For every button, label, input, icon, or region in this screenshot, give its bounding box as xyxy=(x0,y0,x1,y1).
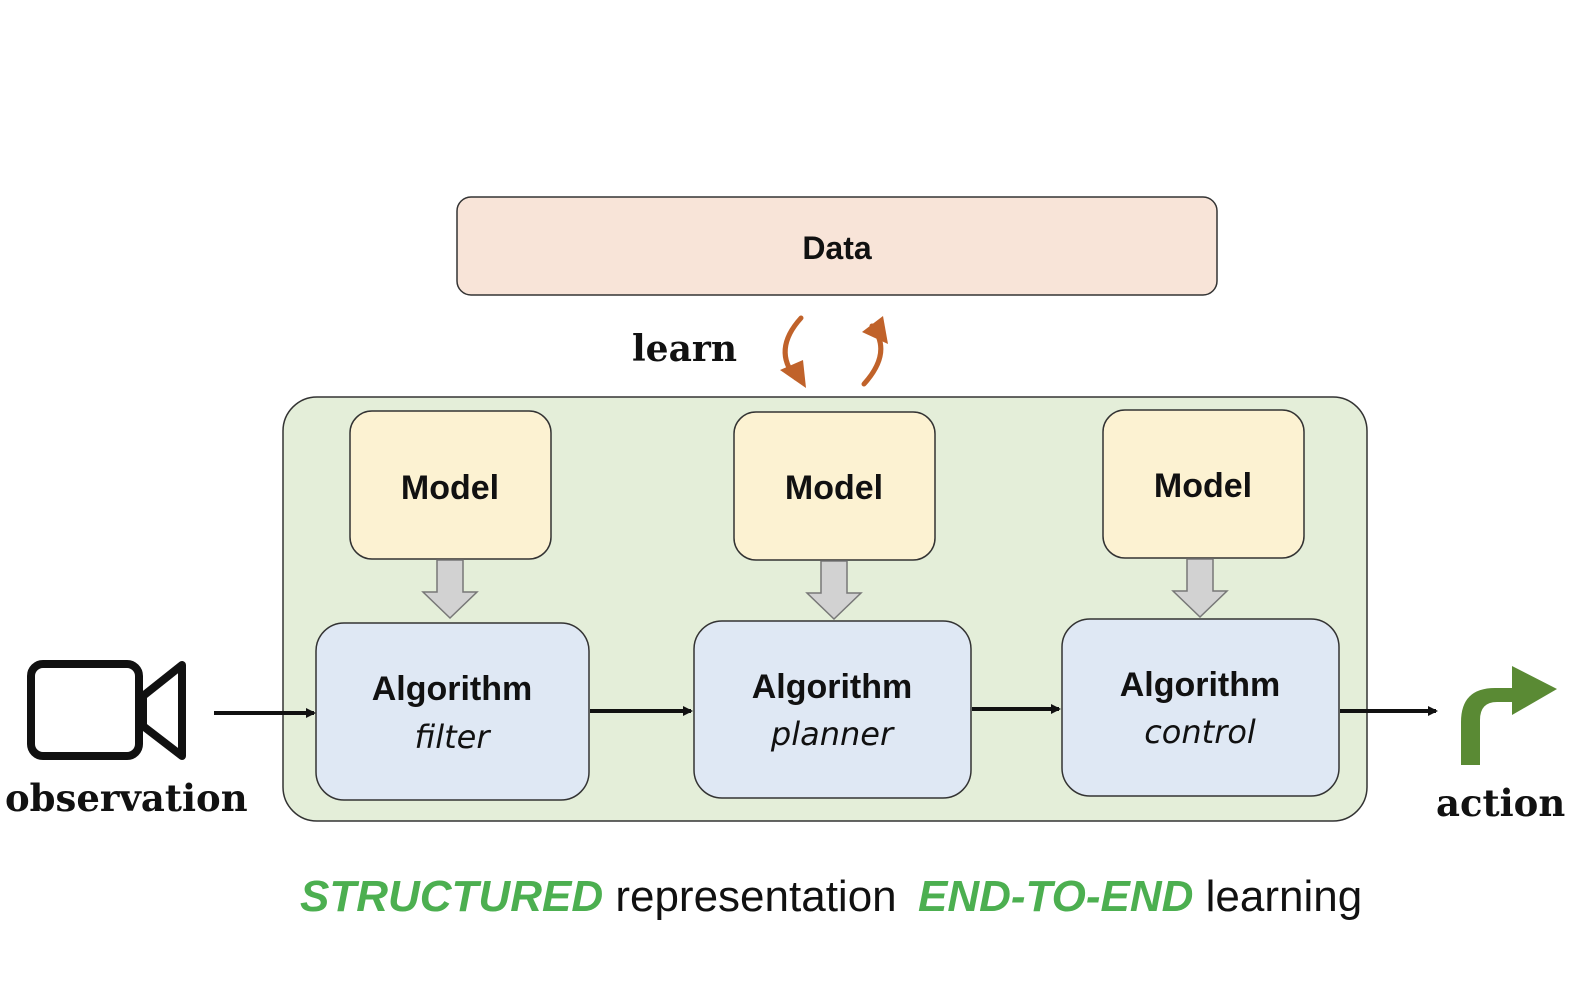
algorithm-box-control xyxy=(1061,618,1340,797)
model-label: Model xyxy=(1154,467,1252,505)
model-box-planner xyxy=(733,411,936,561)
model-label: Model xyxy=(785,469,883,507)
learn-label: learn xyxy=(632,328,737,370)
caption-second: END-TO-END learning xyxy=(918,872,1362,921)
action-label: action xyxy=(1436,781,1565,825)
algorithm-role-label: filter xyxy=(415,718,492,756)
data-label: Data xyxy=(802,230,872,266)
caption-structured: STRUCTURED xyxy=(300,872,603,921)
down-arrow-icon xyxy=(1171,558,1229,619)
down-arrow-icon xyxy=(421,559,479,620)
stage-filter: Model Algorithm filter xyxy=(315,410,590,801)
learn-arrow-down xyxy=(780,315,806,388)
caption-end-to-end: END-TO-END xyxy=(918,872,1193,921)
turn-right-arrow-icon xyxy=(1461,666,1557,765)
learn-cycle-icon xyxy=(780,315,888,388)
stage-planner: Model Algorithm planner xyxy=(693,411,972,799)
data-box: Data xyxy=(456,196,1218,296)
algorithm-box-planner xyxy=(693,620,972,799)
caption-learning: learning xyxy=(1193,872,1362,921)
down-arrow-icon xyxy=(805,560,863,621)
algorithm-label: Algorithm xyxy=(752,668,913,706)
algorithm-role-label: planner xyxy=(770,715,895,753)
observation-label: observation xyxy=(5,776,248,820)
algorithm-label: Algorithm xyxy=(1120,666,1281,704)
caption: STRUCTURED representation xyxy=(300,872,897,921)
algorithm-box-filter xyxy=(315,622,590,801)
algorithm-label: Algorithm xyxy=(372,670,533,708)
model-box-filter xyxy=(349,410,552,560)
algorithm-role-label: control xyxy=(1144,713,1256,751)
caption-representation: representation xyxy=(603,872,897,921)
learn-arrow-up xyxy=(861,316,888,387)
model-box-control xyxy=(1102,409,1305,559)
stage-control: Model Algorithm control xyxy=(1061,409,1340,797)
model-label: Model xyxy=(401,469,499,507)
video-camera-icon xyxy=(27,660,186,760)
